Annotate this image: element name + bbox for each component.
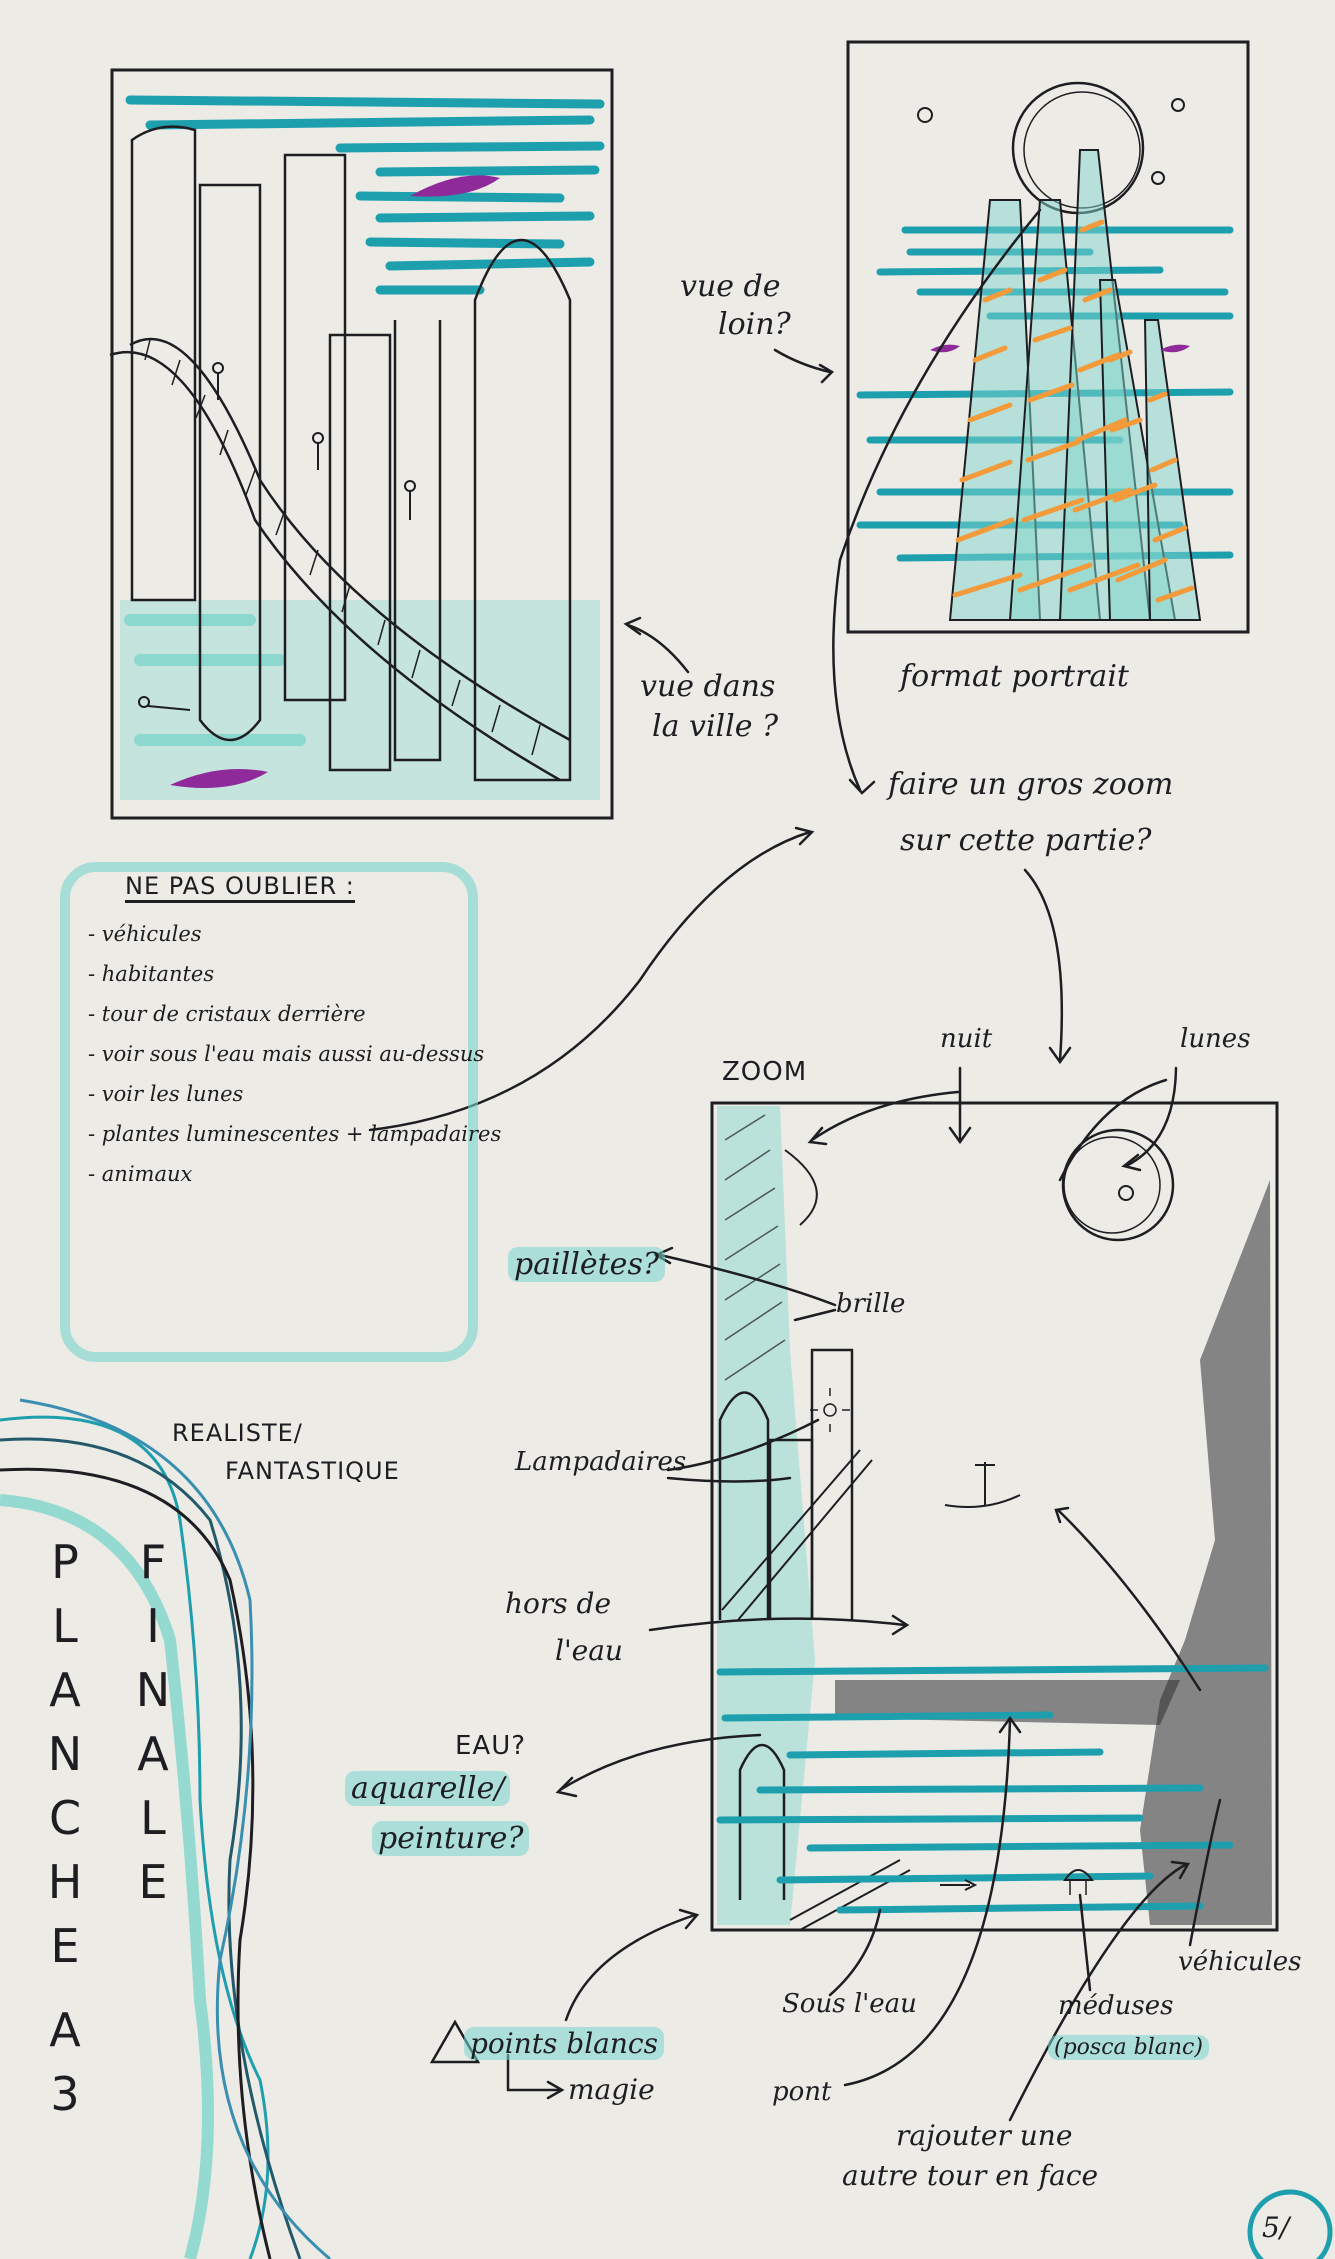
label-sous-eau: Sous l'eau [782, 1989, 917, 2019]
label-lampadaires: Lampadaires [515, 1447, 687, 1477]
checklist-item: animaux [88, 1162, 501, 1186]
vertical-letter: A [49, 1663, 81, 1717]
label-gros-zoom-line2: sur cette partie? [900, 823, 1152, 858]
panel-city-view [109, 68, 614, 820]
label-posca-text: (posca blanc) [1048, 2035, 1209, 2060]
annotation-arrows [368, 208, 1222, 2122]
vertical-letter: 3 [50, 2067, 80, 2121]
label-pont: pont [772, 2077, 832, 2107]
label-rajouter-line2: autre tour en face [842, 2159, 1099, 2192]
label-vue-de-loin-line2: loin? [718, 307, 791, 342]
checklist-item: tour de cristaux derrière [88, 1002, 501, 1026]
checklist-item: véhicules [88, 922, 501, 946]
label-rajouter-line1: rajouter une [896, 2119, 1073, 2152]
decorative-waves [0, 1398, 331, 2259]
label-realiste: REALISTE/ [172, 1419, 303, 1447]
vertical-letter: H [47, 1855, 83, 1909]
vertical-letter: F [139, 1535, 167, 1589]
vertical-letter: N [135, 1663, 171, 1717]
panel-far-view [846, 40, 1250, 634]
label-hors-eau-line2: l'eau [555, 1634, 623, 1667]
label-nuit: nuit [940, 1024, 993, 1054]
label-paillettes-text: paillètes? [508, 1247, 665, 1282]
checklist-title: NE PAS OUBLIER : [125, 872, 355, 903]
label-peinture-text: peinture? [372, 1821, 530, 1856]
vertical-letter: L [140, 1791, 166, 1845]
label-lunes: lunes [1180, 1024, 1251, 1054]
checklist-item: voir sous l'eau mais aussi au-dessus [88, 1042, 501, 1066]
panel-zoom [710, 1101, 1279, 1932]
label-vue-de-loin-line1: vue de [680, 269, 781, 304]
vertical-letter: E [138, 1855, 168, 1909]
vertical-letter: I [146, 1599, 160, 1653]
label-points-blancs-text: points blancs [464, 2027, 664, 2060]
label-posca: (posca blanc) [1048, 2035, 1209, 2060]
label-eau: EAU? [455, 1731, 527, 1761]
vertical-spacer [40, 1978, 90, 1998]
label-gros-zoom-line1: faire un gros zoom [888, 767, 1174, 802]
page-number: 5/ [1262, 2211, 1290, 2244]
label-hors-eau-line1: hors de [505, 1587, 612, 1620]
checklist-item: habitantes [88, 962, 501, 986]
vertical-letter: L [52, 1599, 78, 1653]
label-vehicules: véhicules [1178, 1947, 1302, 1977]
vertical-title-planche-a3: P L A N C H E A 3 [40, 1530, 90, 2126]
checklist-item: voir les lunes [88, 1082, 501, 1106]
label-paillettes: paillètes? [508, 1247, 665, 1283]
label-aquarelle: aquarelle/ [345, 1771, 511, 1807]
label-peinture: peinture? [372, 1821, 530, 1857]
page-number-circle-icon [1247, 2189, 1333, 2259]
label-format-portrait: format portrait [900, 659, 1129, 694]
vertical-letter: E [50, 1919, 80, 1973]
label-meduses: méduses [1058, 1991, 1174, 2021]
label-vue-dans-line1: vue dans [640, 669, 776, 704]
vertical-letter: N [47, 1727, 83, 1781]
vertical-letter: C [48, 1791, 82, 1845]
vertical-letter: P [51, 1535, 79, 1589]
checklist-item: plantes luminescentes + lampadaires [88, 1122, 501, 1146]
vertical-title-finale: F I N A L E [128, 1530, 178, 1914]
label-brille: brille [836, 1289, 906, 1319]
label-aquarelle-text: aquarelle/ [345, 1771, 511, 1806]
label-fantastique: FANTASTIQUE [225, 1457, 400, 1485]
vertical-letter: A [137, 1727, 169, 1781]
checklist-box: NE PAS OUBLIER : véhicules habitantes to… [60, 862, 501, 1362]
checklist-list: véhicules habitantes tour de cristaux de… [88, 922, 501, 1202]
label-magie: magie [568, 2073, 655, 2106]
vertical-letter: A [49, 2003, 81, 2057]
label-points-blancs: points blancs [464, 2027, 664, 2060]
label-vue-dans-line2: la ville ? [652, 709, 779, 744]
label-zoom: ZOOM [722, 1057, 808, 1087]
